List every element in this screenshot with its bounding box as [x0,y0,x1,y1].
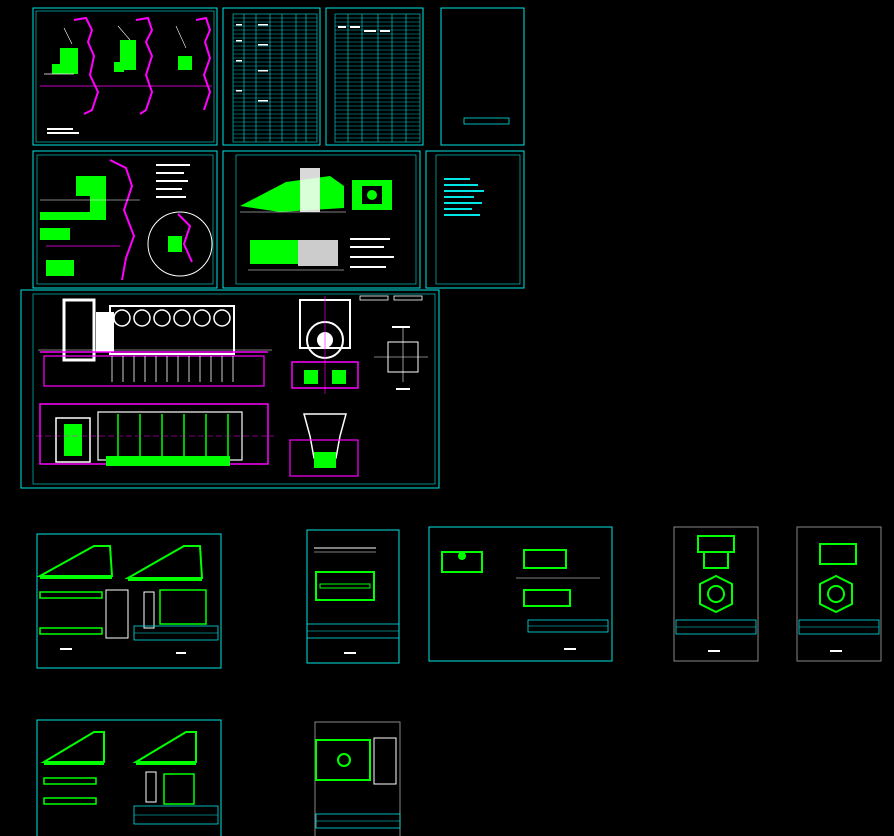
sheet-s12[interactable] [673,526,759,662]
sheet-s6[interactable] [222,150,421,289]
sheet-s7[interactable] [425,150,525,289]
sheet-s1[interactable] [32,7,218,146]
sheet-s2[interactable] [222,7,321,146]
sheet-s10[interactable] [306,529,400,664]
sheet-s3[interactable] [325,7,424,146]
sheet-s8[interactable] [20,289,440,489]
sheet-s9[interactable] [36,533,222,669]
sheet-s11[interactable] [428,526,613,662]
sheet-s4[interactable] [440,7,525,146]
sheet-s15[interactable] [314,721,401,836]
sheet-s5[interactable] [32,150,218,289]
sheet-s14[interactable] [36,719,222,836]
sheet-s13[interactable] [796,526,882,662]
